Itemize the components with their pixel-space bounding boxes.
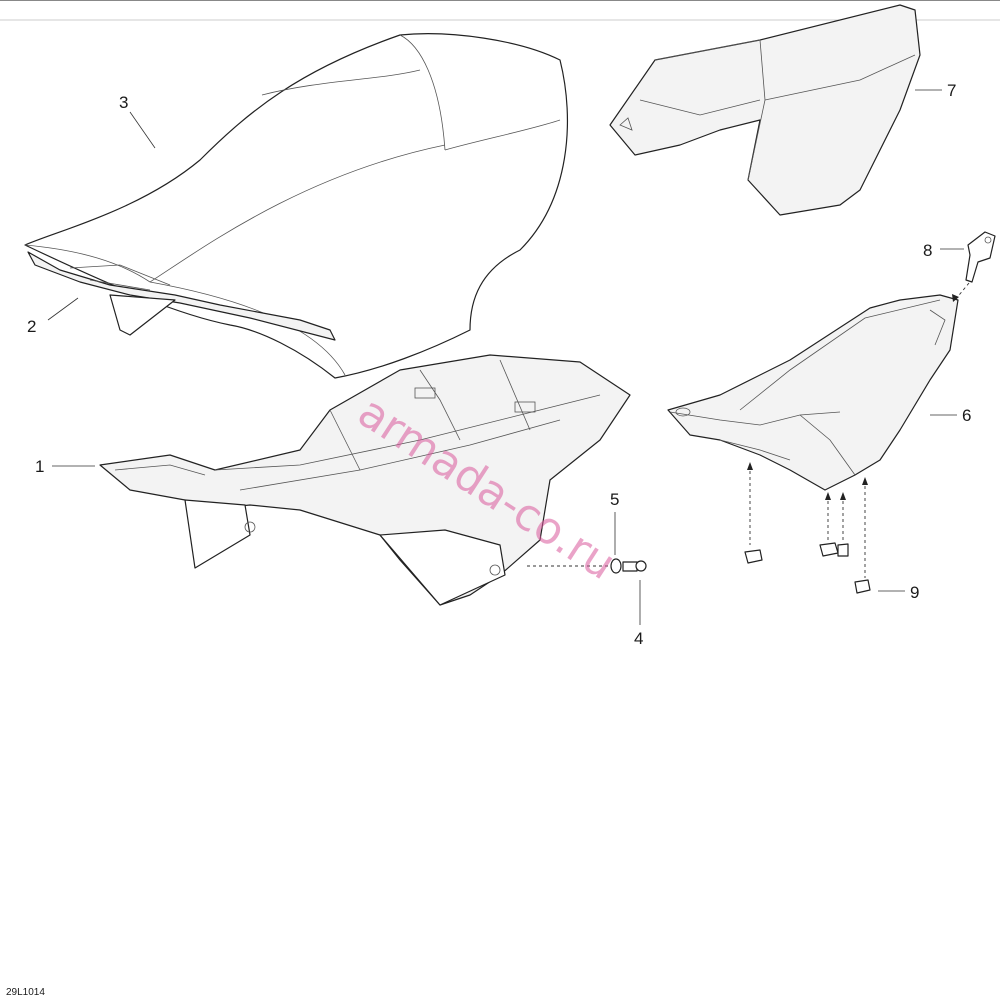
callout-3: 3: [119, 93, 128, 112]
leader-lines: [47, 89, 964, 625]
seat-cushion-part-3[interactable]: [24, 33, 569, 379]
side-panel-lower-part-6[interactable]: [667, 294, 959, 491]
callout-7: 7: [947, 81, 956, 100]
callout-5: 5: [610, 490, 619, 509]
clip-nuts-part-9[interactable]: [744, 542, 871, 594]
callout-8: 8: [923, 241, 932, 260]
callout-2: 2: [27, 317, 36, 336]
callout-9: 9: [910, 583, 919, 602]
screw-part-4[interactable]: [622, 560, 647, 572]
latch-part-8[interactable]: [965, 231, 996, 283]
seat-frame-part-1[interactable]: [99, 354, 631, 606]
callout-1: 1: [35, 457, 44, 476]
drawing-code: 29L1014: [6, 987, 45, 998]
callout-6: 6: [962, 406, 971, 425]
callout-labels: 3 2 1 5 4 7 8 6 9: [27, 81, 971, 648]
side-panel-upper-part-7[interactable]: [609, 4, 921, 216]
assembly-guide-lines: [527, 282, 970, 578]
seat-base-part-2[interactable]: [27, 251, 336, 341]
callout-4: 4: [634, 629, 643, 648]
washer-part-5[interactable]: [610, 558, 622, 574]
